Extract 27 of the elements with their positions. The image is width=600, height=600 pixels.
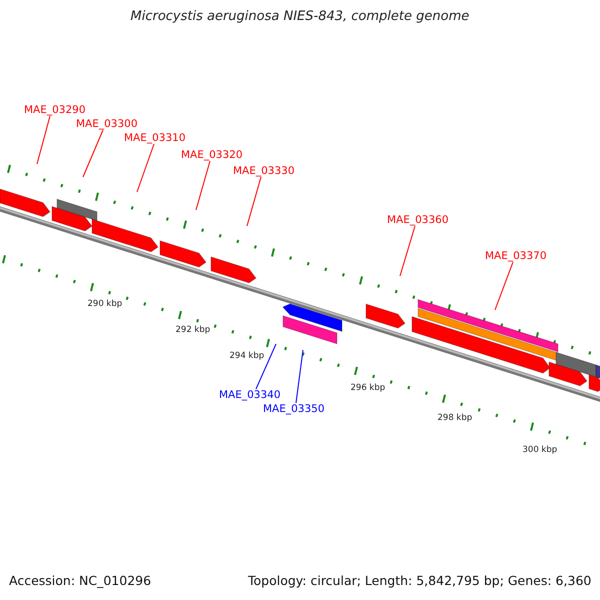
scale-label: 296 kbp: [350, 384, 386, 394]
gene-label: MAE_03310: [124, 132, 186, 144]
gene-label: MAE_03350: [263, 403, 325, 416]
footer-text: Accession: NC_010296: [9, 574, 152, 588]
leader-line: [494, 262, 514, 310]
gene-label: MAE_03340: [219, 389, 281, 402]
leader-line: [256, 344, 276, 390]
gene-label: MAE_03360: [387, 214, 449, 226]
leader-line: [296, 350, 304, 404]
leader-line: [136, 144, 154, 192]
leader-line: [246, 176, 262, 226]
gene-label: MAE_03290: [24, 104, 86, 116]
scale-label: 298 kbp: [438, 414, 472, 424]
gene-label: MAE_03320: [181, 149, 243, 162]
scale-label: 290 kbp: [88, 300, 122, 310]
title: Microcystis aeruginosa NIES-843, complete genome: [130, 10, 470, 25]
footer-text: Topology: circular; Length: 5,842,795 bp; Genes: 6,360: [248, 574, 592, 588]
scale-label: 292 kbp: [176, 326, 210, 336]
gene-label: MAE_03370: [485, 250, 547, 262]
scale-label: 300 kbp: [522, 446, 558, 456]
leader-line: [36, 116, 50, 164]
leader-line: [400, 226, 416, 276]
leader-line: [196, 160, 210, 210]
leader-line: [82, 130, 104, 178]
scale-label: 294 kbp: [230, 352, 264, 362]
gene-label: MAE_03300: [76, 118, 138, 130]
gene-label: MAE_03330: [233, 165, 295, 178]
